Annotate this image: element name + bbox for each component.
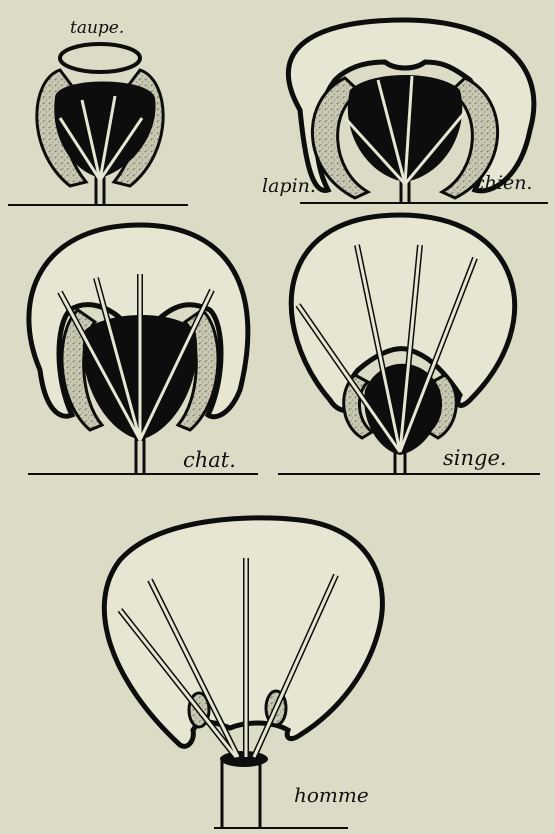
singe-stem (395, 452, 405, 474)
chat-stem (136, 438, 144, 474)
label-chat: chat. (183, 448, 236, 472)
label-taupe: taupe. (70, 18, 124, 38)
panel-homme: homme (104, 518, 382, 828)
label-chien: chien. (474, 172, 532, 194)
panel-chat: chat. (28, 225, 258, 474)
label-singe: singe. (443, 446, 507, 470)
taupe-halo (60, 44, 140, 72)
label-lapin: lapin. (262, 175, 316, 197)
label-homme: homme (294, 783, 369, 807)
panel-taupe: taupe. (8, 18, 188, 205)
taupe-stem (96, 176, 104, 205)
homme-stem (222, 757, 260, 828)
panel-singe: singe. (278, 215, 540, 474)
panel-lapin-chien: lapin. chien. (262, 20, 548, 203)
